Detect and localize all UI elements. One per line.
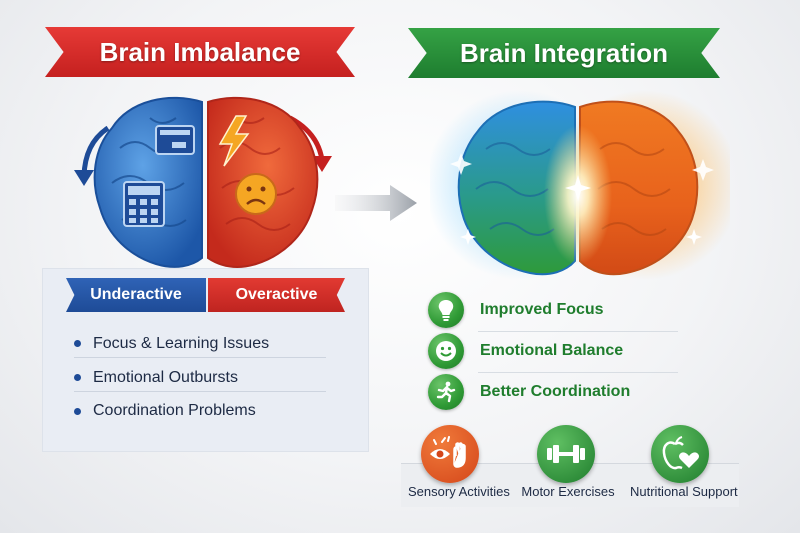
brain-integration-title: Brain Integration [459,37,668,68]
benefit-item: Improved Focus [428,292,678,332]
brain-imbalance-banner: Brain Imbalance [45,27,355,77]
underactive-tag: Underactive [66,278,206,312]
integrated-right-hemisphere [579,100,699,276]
overactive-label: Overactive [235,286,318,303]
transition-arrow [335,185,417,221]
bullet-icon [74,374,81,381]
benefit-label: Better Coordination [480,383,631,400]
bullet-icon [74,340,81,347]
issue-label: Emotional Outbursts [93,368,238,386]
overactive-tag: Overactive [208,278,345,312]
imbalanced-brain-illustration [74,96,332,268]
divider [478,372,678,373]
sad-face-icon [235,173,277,215]
activity-label: Sensory Activities [408,484,510,499]
sparkle-icons [450,153,714,245]
sensory-activities-icon [421,425,479,483]
calculator-icon [123,181,165,227]
smiley-icon [428,333,464,369]
brain-integration-banner: Brain Integration [408,28,720,78]
left-curved-arrow [74,125,110,186]
lightning-icon [218,115,250,167]
integrated-left-hemisphere [457,100,576,276]
benefit-item: Better Coordination [428,374,678,410]
divider [478,331,678,332]
apple-heart-icon [651,425,709,483]
issue-item: Emotional Outbursts [74,364,326,392]
brain-imbalance-title: Brain Imbalance [99,36,301,67]
issue-label: Focus & Learning Issues [93,334,270,352]
benefit-label: Improved Focus [480,301,604,318]
bullet-icon [74,407,81,415]
issue-item: Focus & Learning Issues [74,330,326,358]
running-person-icon [428,374,464,410]
underactive-label: Underactive [90,286,182,303]
screen-window-icon [155,125,195,155]
dumbbell-icon [537,425,595,483]
integrated-brain-illustration [430,90,730,280]
benefit-item: Emotional Balance [428,333,678,373]
lightbulb-icon [428,292,464,328]
benefit-label: Emotional Balance [480,342,624,359]
activity-label: Nutritional Support [630,484,738,499]
issue-item: Coordination Problems [74,397,326,425]
issue-label: Coordination Problems [93,402,256,419]
activity-label: Motor Exercises [521,484,615,499]
